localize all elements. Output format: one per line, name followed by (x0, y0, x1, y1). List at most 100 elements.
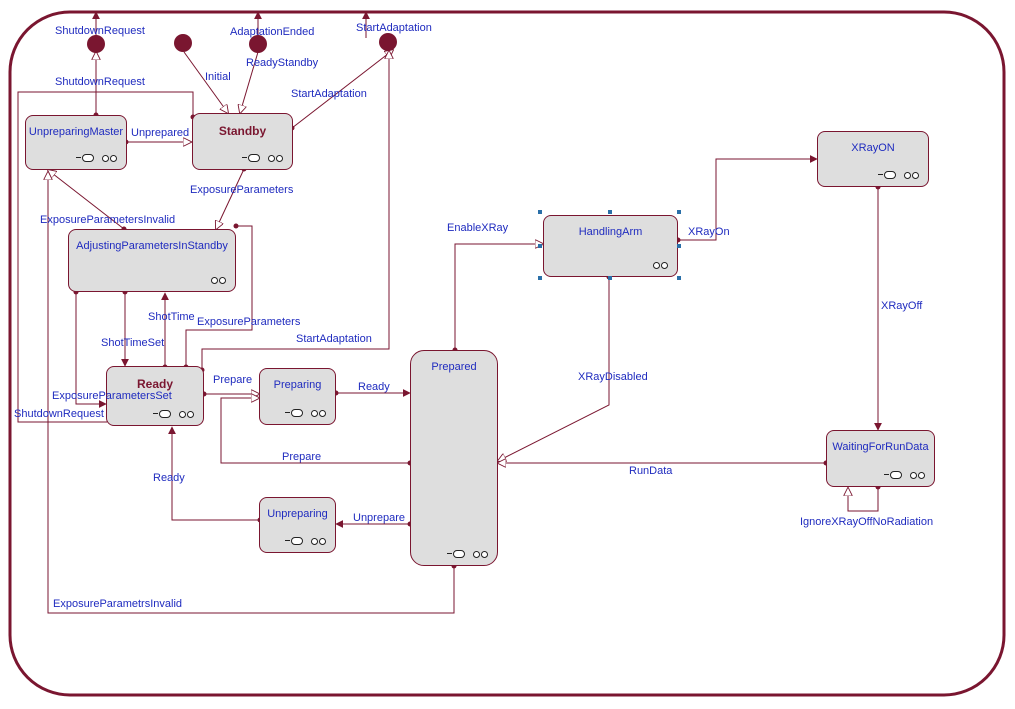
transition-label: ShotTime (148, 311, 195, 323)
transition-exposure-parameters[interactable] (216, 168, 245, 229)
action-icon (76, 154, 94, 162)
state-icons (878, 171, 920, 179)
state-preparing[interactable]: Preparing (259, 368, 336, 425)
state-icons (211, 276, 227, 284)
transition-label: RunData (629, 465, 673, 477)
submachine-icon (910, 471, 926, 479)
transition-label: XRayOn (688, 226, 730, 238)
state-icons (285, 409, 327, 417)
action-icon (285, 537, 303, 545)
transition-exposure-invalid[interactable] (48, 170, 125, 230)
submachine-icon (102, 154, 118, 162)
transition-label: Unprepared (131, 127, 190, 139)
submachine-icon (653, 261, 669, 269)
submachine-icon (179, 410, 195, 418)
transition-label: ShotTimeSet (101, 337, 165, 349)
submachine-icon (268, 154, 284, 162)
transition-label: ReadyStandby (246, 57, 319, 69)
state-standby[interactable]: Standby (192, 113, 293, 170)
state-icons (153, 410, 195, 418)
transition-label: ExposureParametersSet (52, 390, 172, 402)
transition-initial[interactable] (183, 51, 228, 113)
state-icons (447, 550, 489, 558)
transition-label: ShutdownRequest (14, 408, 104, 420)
submachine-icon (473, 550, 489, 558)
transition-label: StartAdaptation (296, 333, 372, 345)
transition-ready-standby[interactable] (240, 51, 259, 113)
transition-start-adaptation[interactable] (291, 50, 393, 129)
state-label: HandlingArm (578, 226, 643, 238)
selection-handle[interactable] (608, 210, 612, 214)
outer-container (8, 10, 1006, 697)
state-handling-arm[interactable]: HandlingArm (543, 215, 678, 277)
pseudo-label-start-adaptation: StartAdaptation (356, 22, 432, 34)
adaptation-ended-pseudo-state[interactable] (249, 35, 267, 53)
action-icon (285, 409, 303, 417)
initial-pseudo-state[interactable] (174, 34, 192, 52)
state-prepared[interactable]: Prepared (410, 350, 498, 566)
transition-label: Ready (358, 381, 390, 393)
start-adaptation-pseudo-state[interactable] (379, 33, 397, 51)
transition-label: ExposureParametersInvalid (40, 214, 176, 226)
transition-label: Initial (205, 71, 231, 83)
transition-label: IgnoreXRayOffNoRadiation (800, 516, 934, 528)
transition-label: ShutdownRequest (55, 76, 145, 88)
selection-handle[interactable] (538, 244, 542, 248)
state-label: AdjustingParametersInStandby (76, 240, 228, 252)
state-icons (242, 154, 284, 162)
transition-label: ExposureParameters (190, 184, 294, 196)
state-ready[interactable]: Ready (106, 366, 204, 426)
selection-handle[interactable] (538, 210, 542, 214)
state-label: Ready (136, 377, 174, 391)
transition-xray-disabled[interactable] (498, 277, 610, 461)
state-xray-on[interactable]: XRayON (817, 131, 929, 187)
submachine-icon (311, 409, 327, 417)
transition-label: Prepare (213, 374, 253, 386)
transition-label: XRayDisabled (578, 371, 648, 383)
submachine-icon (211, 276, 227, 284)
transition-label: ExposureParameters (197, 316, 301, 328)
state-label: Unpreparing (267, 508, 328, 520)
state-waiting-for-run-data[interactable]: WaitingForRunData (826, 430, 935, 487)
transition-label: ExposureParametrsInvalid (53, 598, 183, 610)
transition-start-adaptation-2[interactable] (201, 51, 389, 370)
state-label: XRayON (851, 142, 895, 154)
transition-xray-on[interactable] (678, 155, 818, 241)
transition-enable-xray[interactable] (454, 244, 543, 350)
selection-handle[interactable] (677, 210, 681, 214)
state-icons (653, 261, 669, 269)
transition-label: StartAdaptation (291, 88, 367, 100)
transition-exposure-invalid-bottom[interactable] (48, 172, 455, 614)
pseudo-label-shutdown: ShutdownRequest (55, 25, 145, 37)
transition-ignore-loop[interactable] (848, 487, 879, 512)
submachine-icon (904, 171, 920, 179)
state-unpreparing[interactable]: Unpreparing (259, 497, 336, 553)
transition-label: XRayOff (881, 300, 923, 312)
selection-handle[interactable] (608, 276, 612, 280)
transition-exposure-set[interactable] (75, 292, 107, 408)
action-icon (884, 471, 902, 479)
state-label: Preparing (273, 379, 322, 391)
selection-handle[interactable] (538, 276, 542, 280)
action-icon (242, 154, 260, 162)
transition-label: Ready (153, 472, 185, 484)
action-icon (878, 171, 896, 179)
action-icon (153, 410, 171, 418)
state-icons (76, 154, 118, 162)
transition-exposure-parameters-2[interactable] (185, 225, 253, 367)
transition-prepare-back[interactable] (220, 398, 410, 464)
state-label: UnpreparingMaster (28, 126, 124, 138)
state-adjusting-parameters[interactable]: AdjustingParametersInStandby (68, 229, 236, 292)
action-icon (447, 550, 465, 558)
selection-handle[interactable] (677, 244, 681, 248)
shutdown-pseudo-state[interactable] (87, 35, 105, 53)
transition-label: Prepare (282, 451, 322, 463)
state-label: WaitingForRunData (832, 441, 929, 453)
submachine-icon (311, 537, 327, 545)
state-label: Prepared (431, 361, 477, 373)
state-unpreparing-master[interactable]: UnpreparingMaster (25, 115, 127, 170)
selection-handle[interactable] (677, 276, 681, 280)
transition-label: EnableXRay (447, 222, 509, 234)
transition-ready-back[interactable] (168, 426, 260, 521)
